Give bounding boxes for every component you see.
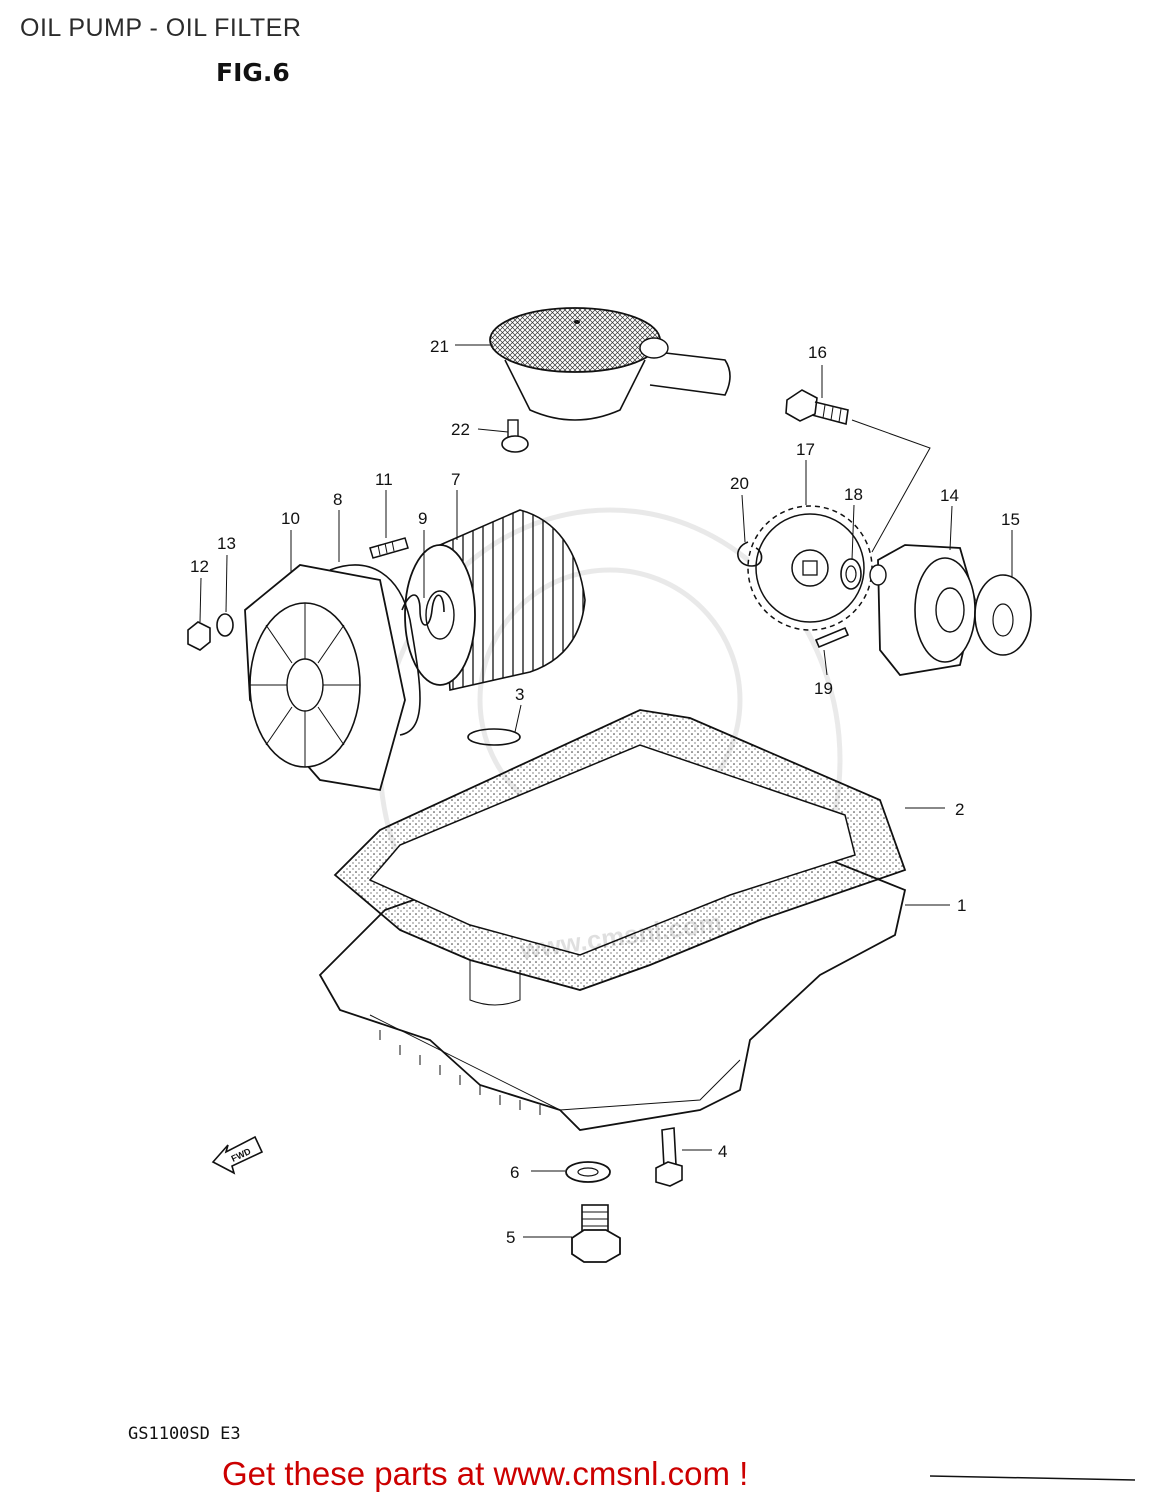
bottom-rule: [929, 1475, 1136, 1481]
assembly-line-16: [851, 419, 931, 553]
callout-14: 14: [940, 486, 959, 505]
callout-12: 12: [190, 557, 209, 576]
figure-label: FIG.6: [216, 58, 290, 87]
part-22-screw: [501, 419, 529, 453]
callout-20: 20: [730, 474, 749, 493]
part-4-drain-bolt: [655, 1127, 683, 1187]
part-7-oil-filter: [404, 509, 586, 691]
part-13-washer: [216, 613, 234, 637]
part-12-nut: [187, 621, 211, 651]
part-18-washer: [840, 558, 862, 590]
callout-3: 3: [515, 685, 524, 704]
callout-6: 6: [510, 1163, 519, 1182]
part-20-circlip: [737, 541, 763, 567]
callout-9: 9: [418, 509, 427, 528]
page-title: OIL PUMP - OIL FILTER: [20, 14, 302, 42]
model-code: GS1100SD E3: [128, 1424, 241, 1444]
promo-link[interactable]: Get these parts at www.cmsnl.com !: [222, 1455, 749, 1492]
leader-lines: [199, 344, 1013, 1238]
callout-4: 4: [718, 1142, 727, 1161]
callout-11: 11: [375, 470, 393, 489]
part-14-oil-pump: [869, 544, 976, 676]
callout-21: 21: [430, 337, 449, 356]
callout-5: 5: [506, 1228, 515, 1247]
part-3-o-ring: [467, 728, 521, 746]
part-11-stud: [369, 537, 409, 559]
part-9-spring: [401, 594, 445, 626]
callout-16: 16: [808, 343, 827, 362]
callout-10: 10: [281, 509, 300, 528]
part-19-pin: [814, 626, 850, 649]
callout-15: 15: [1001, 510, 1020, 529]
part-8-o-ring: [329, 564, 421, 736]
part-10-filter-cover: [244, 564, 406, 792]
part-16-bolt: [785, 389, 849, 426]
callout-17: 17: [796, 440, 815, 459]
callout-18: 18: [844, 485, 863, 504]
callout-8: 8: [333, 490, 342, 509]
callout-2: 2: [955, 800, 964, 819]
part-2-oil-pan-gasket: [333, 709, 907, 991]
callout-13: 13: [217, 534, 236, 553]
part-6-gasket-washer: [565, 1161, 611, 1183]
callout-19: 19: [814, 679, 833, 698]
callout-22: 22: [451, 420, 470, 439]
callout-7: 7: [451, 470, 460, 489]
callout-labels: 21 22 16 17 20 18 14 15 11 7 8 10 9 13 1…: [190, 337, 1020, 1247]
fwd-arrow: FWD: [211, 1135, 264, 1175]
callout-1: 1: [957, 896, 966, 915]
part-5-drain-plug: [571, 1204, 621, 1263]
part-21-oil-strainer: [489, 307, 731, 421]
part-17-sprocket: [747, 505, 873, 631]
part-15-gasket: [974, 574, 1032, 656]
